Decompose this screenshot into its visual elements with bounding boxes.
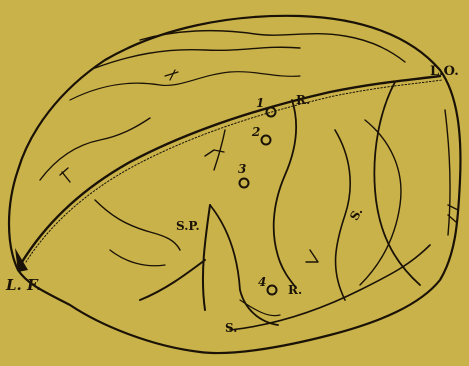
occipital-sulcus [374,82,420,285]
frontal-sulcus-1 [40,118,150,180]
point-label-4: 4 [258,276,266,288]
frontal-sulcus-2 [60,168,70,182]
point-label-3: 3 [238,163,246,175]
label-rolando-upper: R. [296,94,310,106]
medial-fold-3 [70,72,300,100]
label-rolando-lower: R. [288,284,302,296]
frontal-sulcus-4 [110,250,165,266]
lower-sulcus-2 [240,300,280,316]
label-parallel-lower: S. [225,322,237,334]
longitudinal-hatching [26,80,442,262]
temporal-fold-1 [360,120,401,285]
sylvian-branch [210,205,278,325]
label-occipital: L.O. [430,65,459,78]
point-label-1: 1 [256,97,264,109]
label-frontal: L. F. [6,278,41,293]
medial-fold-1 [95,47,300,68]
point-marker-2 [262,136,271,145]
longitudinal-edge [22,76,440,262]
occipital-fold [445,110,458,235]
brain-outline [9,16,460,353]
rolandic-fissure [274,100,297,288]
point-marker-4 [268,286,277,295]
label-sylvian-point: S.P. [176,220,200,232]
frontal-sulcus-3 [95,200,180,250]
medial-fold-4 [165,70,178,80]
temporal-fold-2 [306,250,318,262]
point-marker-3 [240,179,249,188]
precentral-sulcus [205,130,225,170]
point-label-2: 2 [252,126,260,138]
medial-fold-2 [140,31,405,62]
